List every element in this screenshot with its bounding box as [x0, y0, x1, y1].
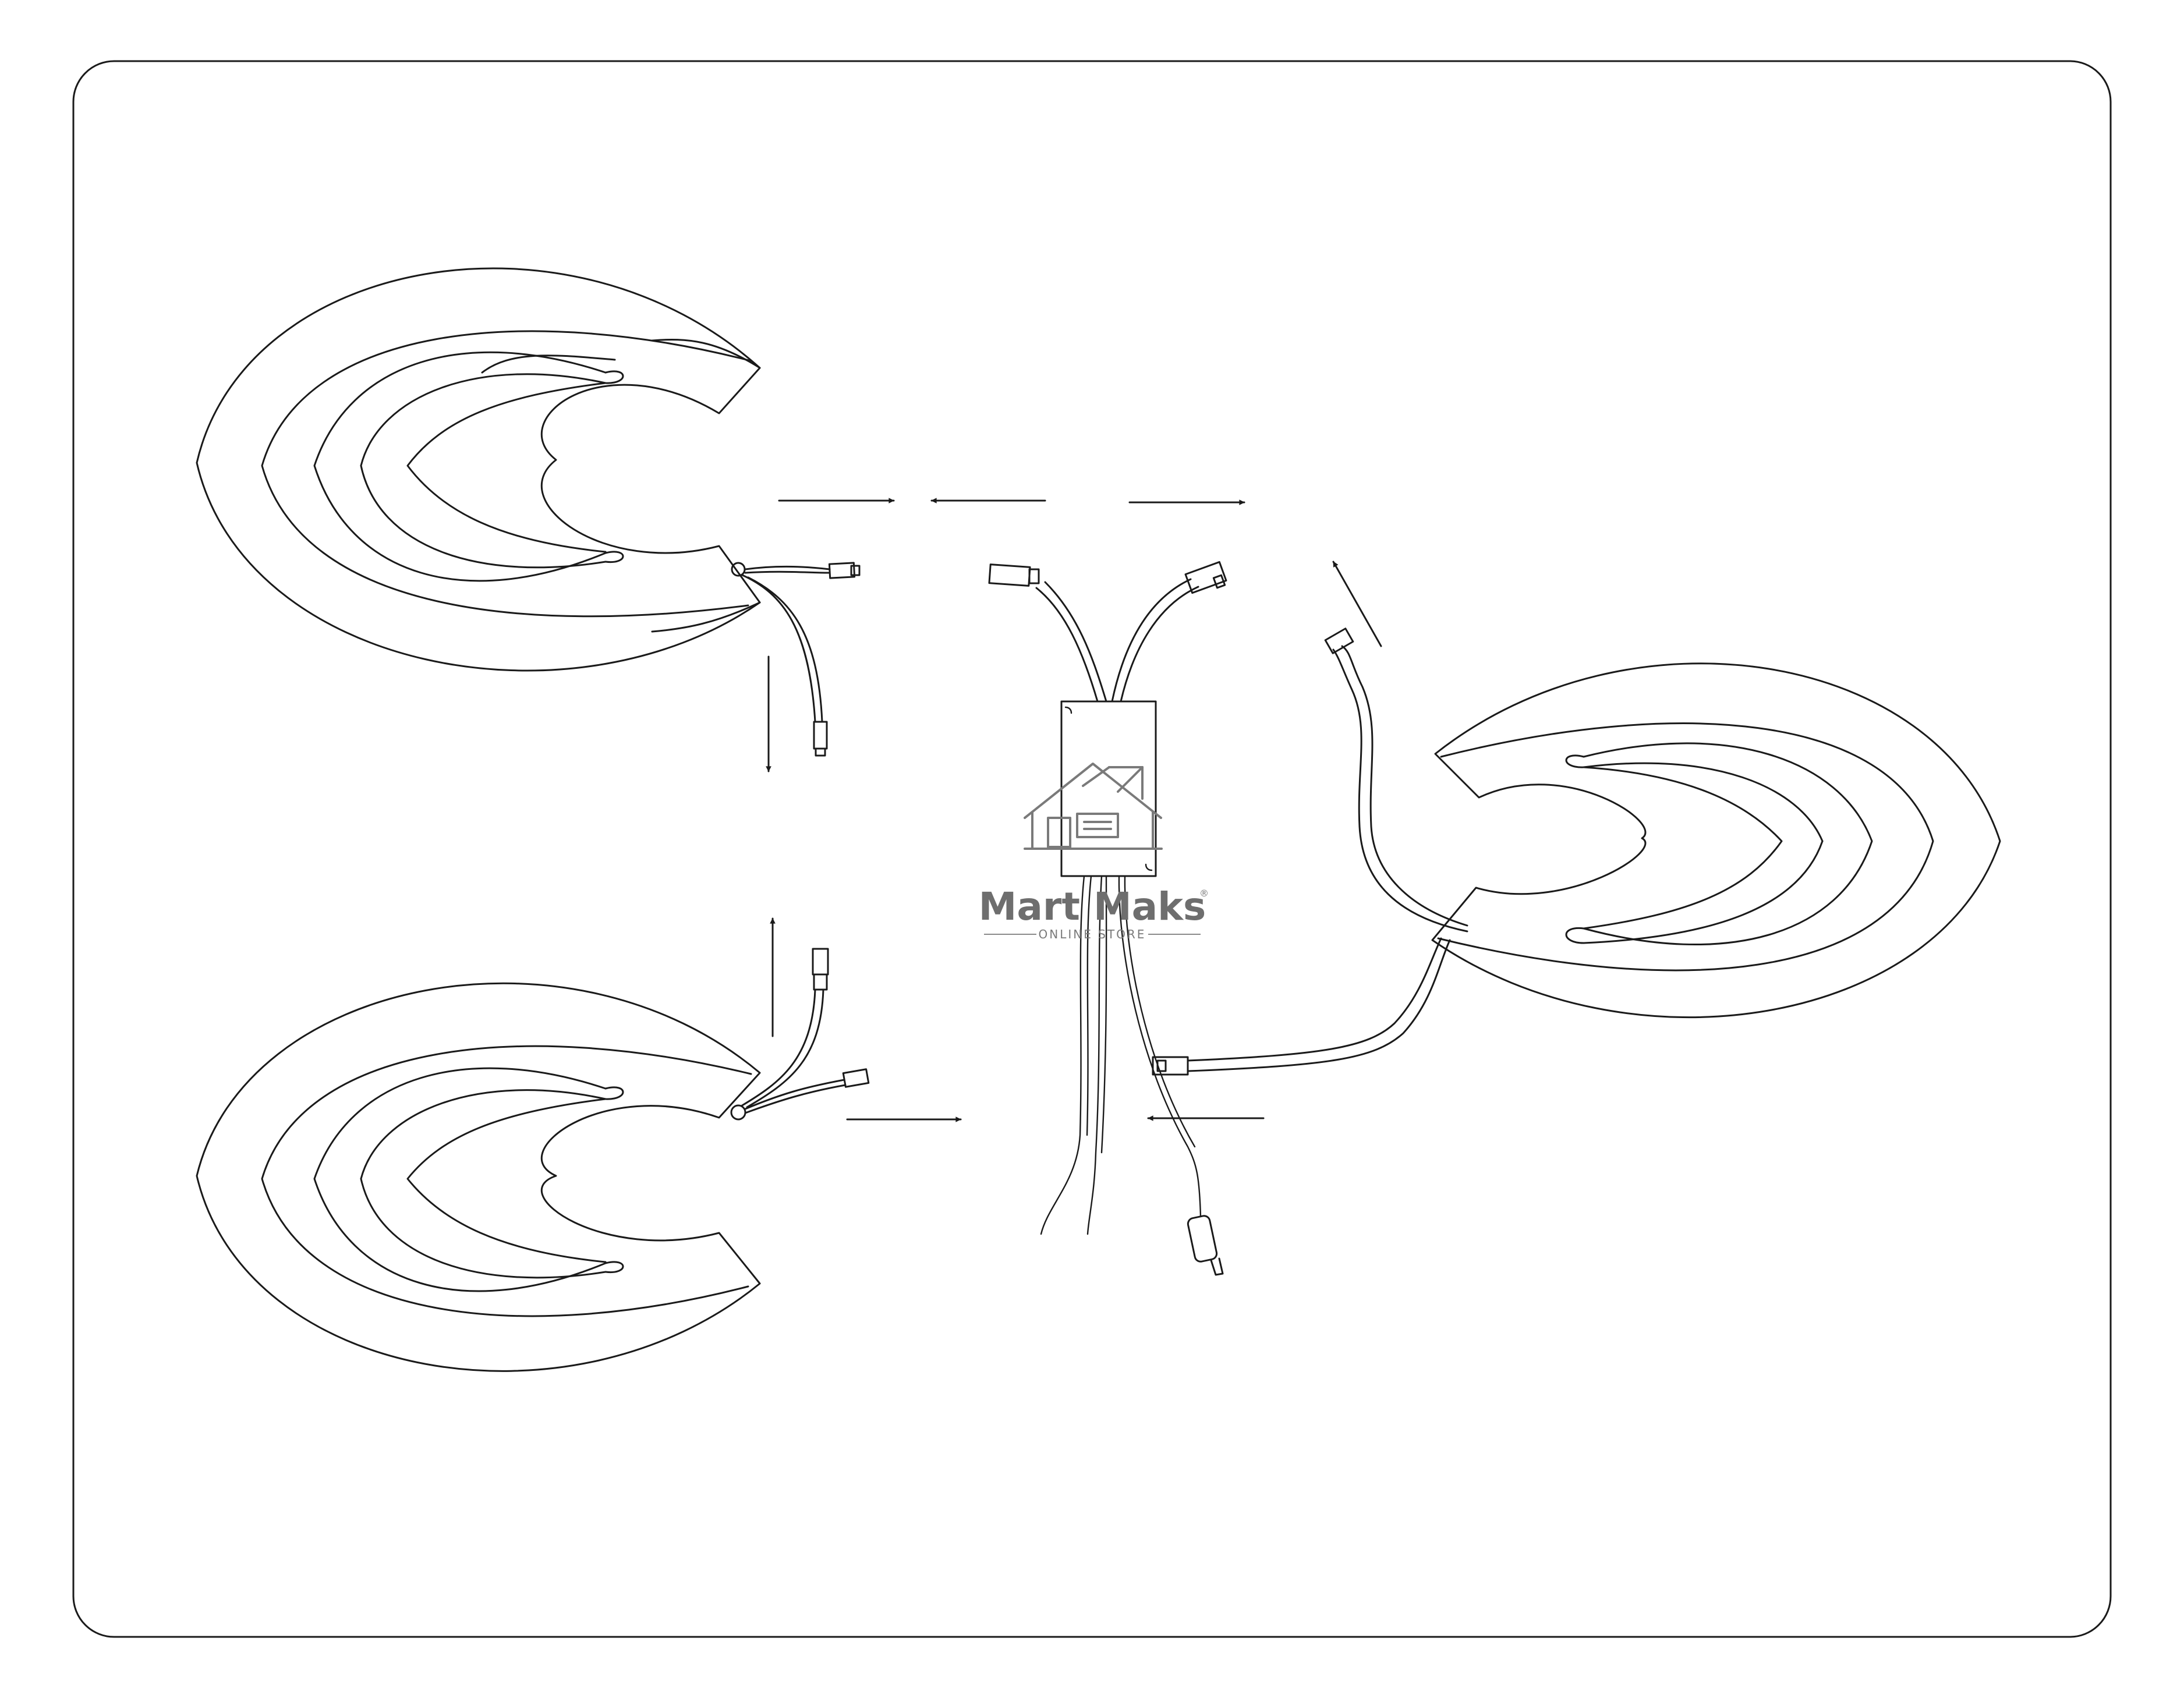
heating-pad-top-left — [196, 267, 861, 757]
house-icon — [1024, 763, 1163, 850]
watermark-logo: Mart Maks ® ONLINE STORE — [979, 763, 1209, 941]
heating-pad-bottom-left — [196, 948, 870, 1372]
watermark-registered-mark: ® — [1199, 888, 1209, 899]
watermark-brand: Mart Maks — [979, 884, 1206, 929]
watermark-tagline: ONLINE STORE — [1039, 927, 1146, 941]
arrow-up-right — [1332, 561, 1382, 647]
power-cable — [1040, 875, 1224, 1276]
heating-pad-right — [1152, 628, 2001, 1076]
connection-arrows — [766, 498, 1382, 1122]
